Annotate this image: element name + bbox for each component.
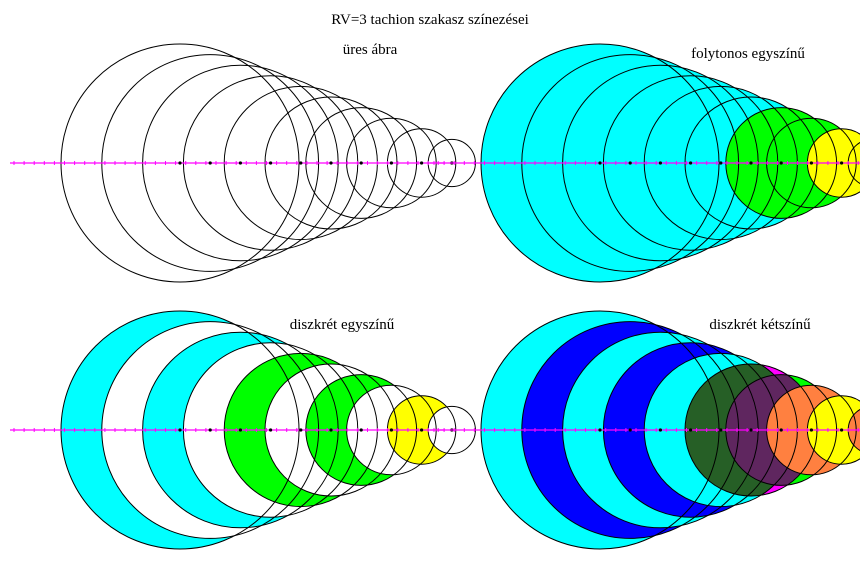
circle-center-dot	[329, 428, 333, 432]
circle-center-dot	[658, 428, 663, 432]
circle-center-dot	[779, 161, 783, 165]
circle-center-dot	[389, 428, 393, 432]
circle-center-dot	[840, 428, 844, 432]
circle-center-dot	[840, 161, 844, 165]
circle-center-dot	[628, 161, 632, 165]
panel-empty	[10, 43, 476, 283]
circle-center-dot	[178, 428, 182, 432]
circle-center-dot	[779, 428, 783, 432]
circle-center-dot	[238, 161, 242, 165]
circle-center-dot	[299, 161, 303, 165]
circle-center-dot	[749, 161, 753, 165]
circle-center-dot	[238, 428, 242, 432]
panel-solid	[430, 43, 860, 283]
panel-label-empty: üres ábra	[343, 42, 398, 58]
circle-center-dot	[809, 428, 814, 432]
panel-label-discrete-one: diszkrét egyszínű	[290, 317, 395, 333]
circle-center-dot	[689, 161, 693, 165]
circle-center-dot	[359, 161, 363, 165]
circle-center-dot	[719, 161, 723, 165]
circle-center-dot	[598, 428, 602, 432]
circle-center-dot	[420, 428, 424, 432]
circle-center-dot	[269, 428, 273, 432]
panel-discrete-one	[10, 310, 476, 550]
circle-center-dot	[689, 428, 693, 432]
circle-center-dot	[269, 161, 273, 165]
panel-label-solid: folytonos egyszínű	[691, 46, 805, 62]
circle-center-dot	[628, 428, 632, 432]
circle-center-dot	[359, 428, 363, 432]
circle-center-dot	[178, 161, 182, 165]
circle-center-dot	[299, 428, 303, 432]
circle-center-dot	[719, 428, 723, 432]
circle-center-dot	[420, 161, 424, 165]
circle-center-dot	[809, 161, 814, 165]
circle-center-dot	[598, 161, 602, 165]
circle-center-dot	[329, 161, 333, 165]
circle-center-dot	[658, 161, 663, 165]
panel-discrete-two	[430, 310, 860, 550]
circle-center-dot	[389, 161, 393, 165]
circle-center-dot	[208, 161, 212, 165]
panel-label-discrete-two: diszkrét kétszínű	[709, 317, 811, 333]
circle-center-dot	[208, 428, 212, 432]
circle-center-dot	[749, 428, 753, 432]
page-title: RV=3 tachion szakasz színezései	[331, 12, 529, 28]
